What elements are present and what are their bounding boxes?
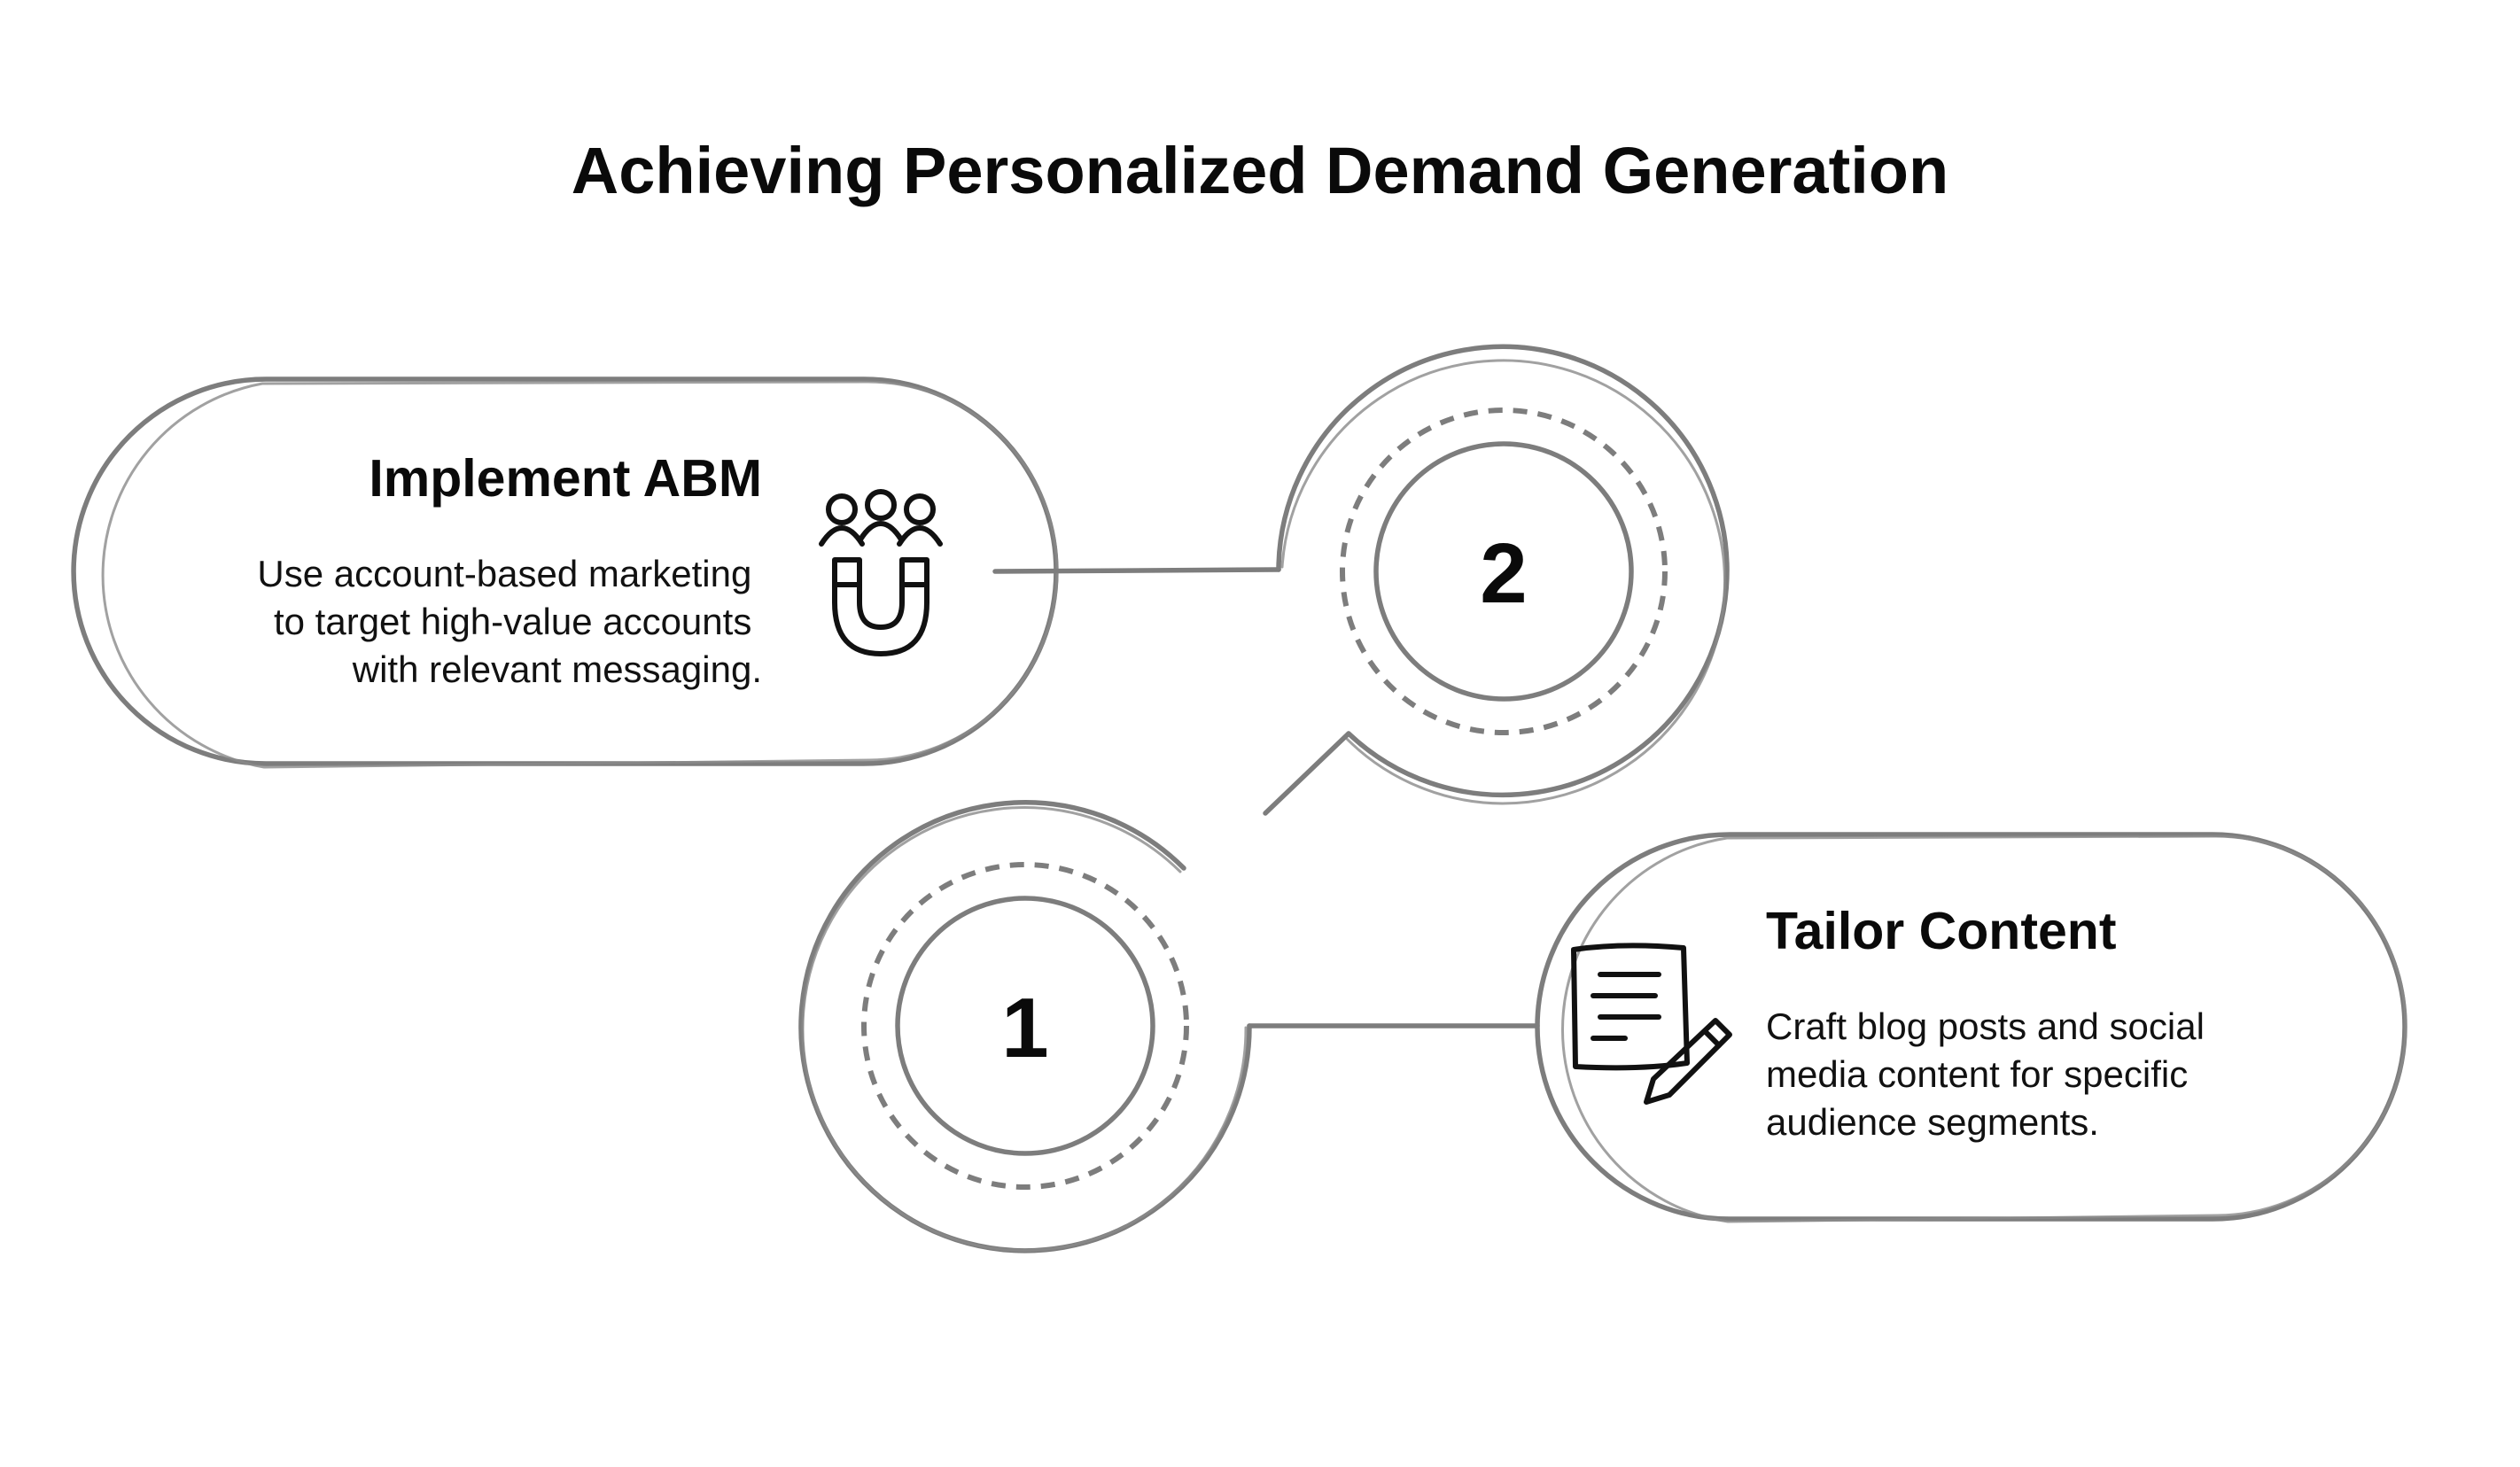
step-1-description-line: media content for specific <box>1766 1053 2188 1095</box>
step-2-description-line: to target high-value accounts <box>274 601 751 642</box>
step-1-description-line: audience segments. <box>1766 1101 2099 1143</box>
step-1-description: Craft blog posts and social media conten… <box>1766 1005 2215 1143</box>
step-2-title: Implement ABM <box>369 449 762 508</box>
step-2-description-line: Use account-based marketing <box>257 553 751 594</box>
step-2-number: 2 <box>1480 526 1527 621</box>
diagram-title: Achieving Personalized Demand Generation <box>572 134 1948 207</box>
step-1-description-line: Craft blog posts and social <box>1766 1005 2205 1047</box>
step-1-number: 1 <box>1001 981 1048 1075</box>
people-magnet-icon <box>819 489 943 656</box>
step-1-card: Tailor Content Craft blog posts and soci… <box>1535 832 2407 1223</box>
step-2-card: Implement ABM Use account-based marketin… <box>71 376 1059 769</box>
document-pencil-icon <box>1571 943 1732 1105</box>
connector-step-2 <box>992 567 1281 574</box>
step-2-description: Use account-based marketing to target hi… <box>257 553 762 690</box>
step-1-title: Tailor Content <box>1766 902 2116 960</box>
step-2-description-line: with relevant messaging. <box>352 648 762 690</box>
step-1-marker: 1 <box>798 800 1252 1254</box>
step-2-marker: 2 <box>1263 344 1730 816</box>
